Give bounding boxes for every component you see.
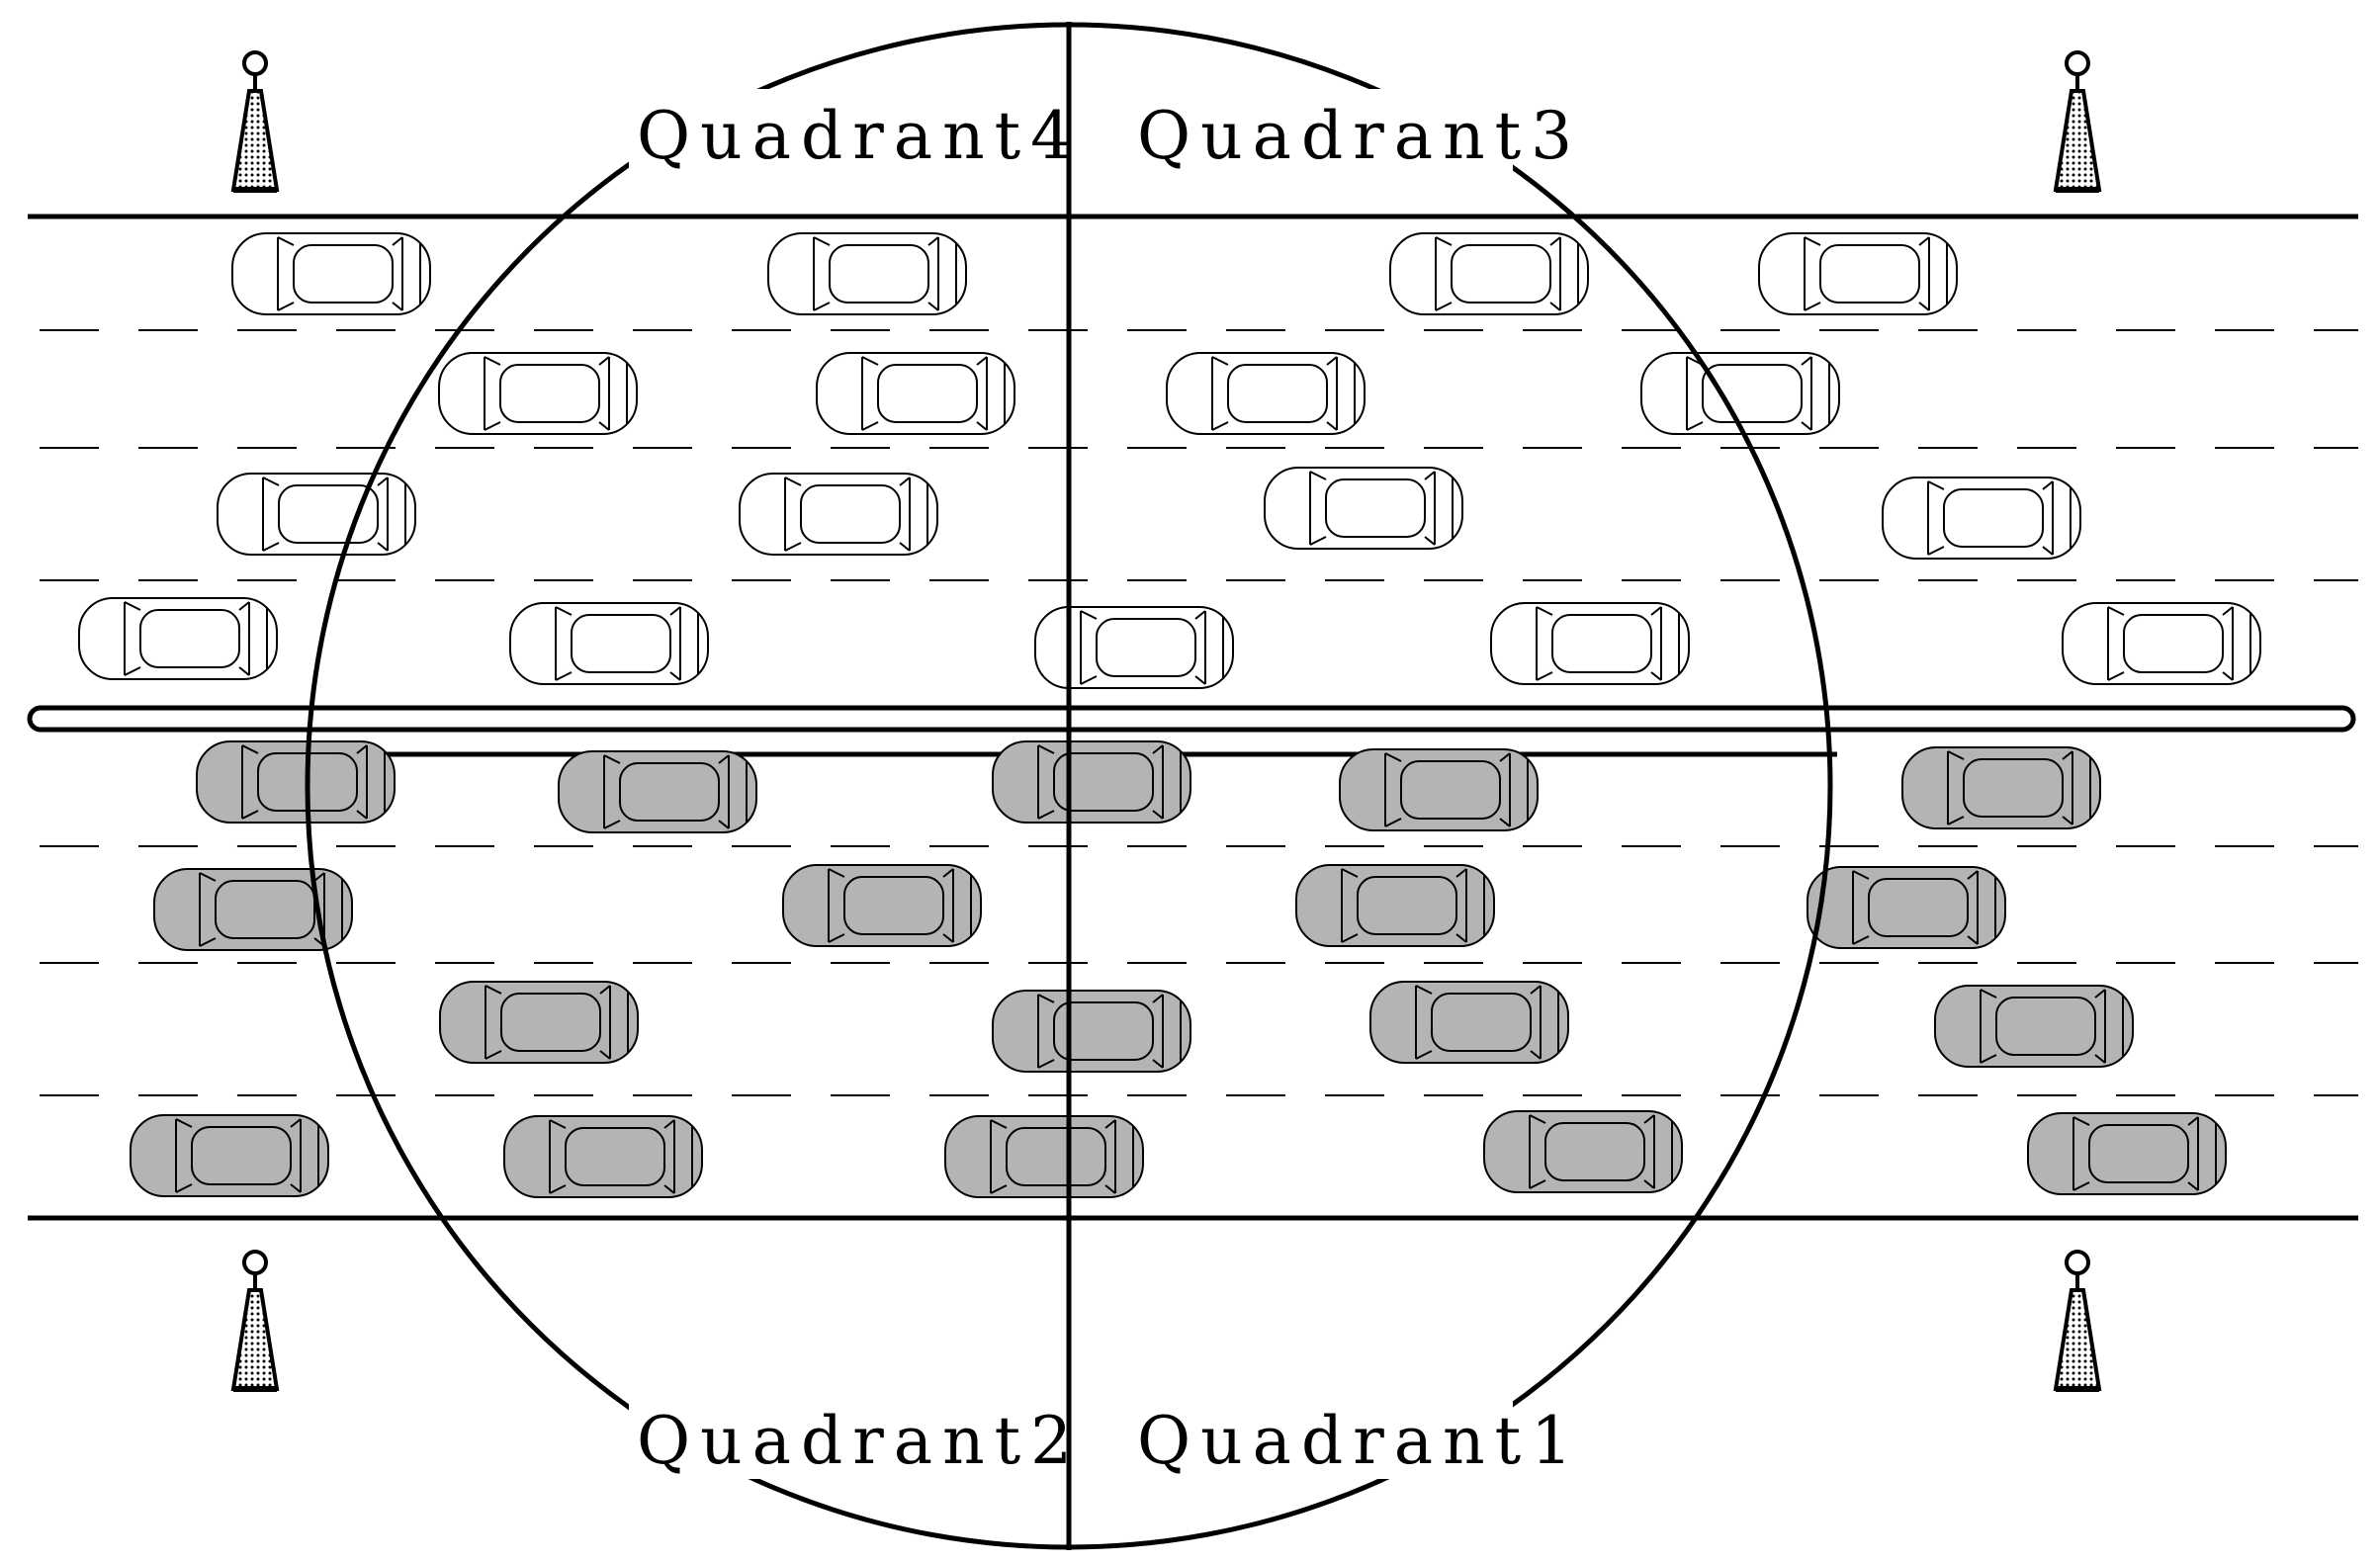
car-icon [231, 232, 431, 315]
road-lines [27, 214, 2358, 1221]
car-icon [558, 750, 757, 833]
car-icon [782, 864, 982, 947]
car-icon [1264, 467, 1463, 550]
car-icon [1166, 352, 1366, 435]
car-icon [944, 1115, 1144, 1198]
car-icon [1934, 985, 2134, 1068]
quadrant-4-label: Quadrant4 [637, 98, 1082, 174]
car-icon [1490, 602, 1690, 685]
car-icon [1339, 748, 1539, 831]
coverage-area [305, 22, 1833, 1550]
quadrant-1-label: Quadrant1 [1137, 1403, 1582, 1479]
roadside-unit-tower-icon [2053, 1250, 2102, 1392]
car-icon [1758, 232, 1958, 315]
car-icon [1034, 606, 1234, 689]
median-barrier [27, 705, 2356, 733]
car-icon [816, 352, 1015, 435]
car-icon [153, 868, 353, 951]
car-icon [1640, 352, 1840, 435]
car-icon [2027, 1112, 2227, 1195]
car-icon [1389, 232, 1589, 315]
upper-lanes-vehicles [78, 232, 2261, 689]
car-icon [438, 352, 638, 435]
car-icon [78, 597, 278, 680]
car-icon [739, 473, 938, 556]
car-icon [767, 232, 967, 315]
car-icon [1295, 864, 1495, 947]
roadside-unit-tower-icon [230, 50, 280, 193]
lane-dividers [40, 329, 2358, 1096]
car-icon [992, 740, 1191, 824]
car-icon [509, 602, 709, 685]
car-icon [503, 1115, 703, 1198]
car-icon [130, 1114, 329, 1197]
label-masks [629, 89, 1513, 1479]
car-icon [1901, 746, 2101, 829]
quadrant-3-label: Quadrant3 [1137, 98, 1582, 174]
car-icon [217, 473, 416, 556]
car-icon [992, 990, 1191, 1073]
car-icon [1483, 1110, 1683, 1193]
quadrant-2-label: Quadrant2 [637, 1403, 1082, 1479]
car-icon [1882, 477, 2081, 560]
car-icon [1807, 866, 2006, 949]
roadside-unit-tower-icon [230, 1250, 280, 1392]
roadside-units [230, 50, 2102, 1392]
lower-lanes-vehicles [130, 740, 2227, 1198]
car-icon [439, 981, 639, 1064]
roadside-unit-tower-icon [2053, 50, 2102, 193]
car-icon [196, 740, 396, 824]
car-icon [2062, 602, 2261, 685]
car-icon [1369, 981, 1569, 1064]
